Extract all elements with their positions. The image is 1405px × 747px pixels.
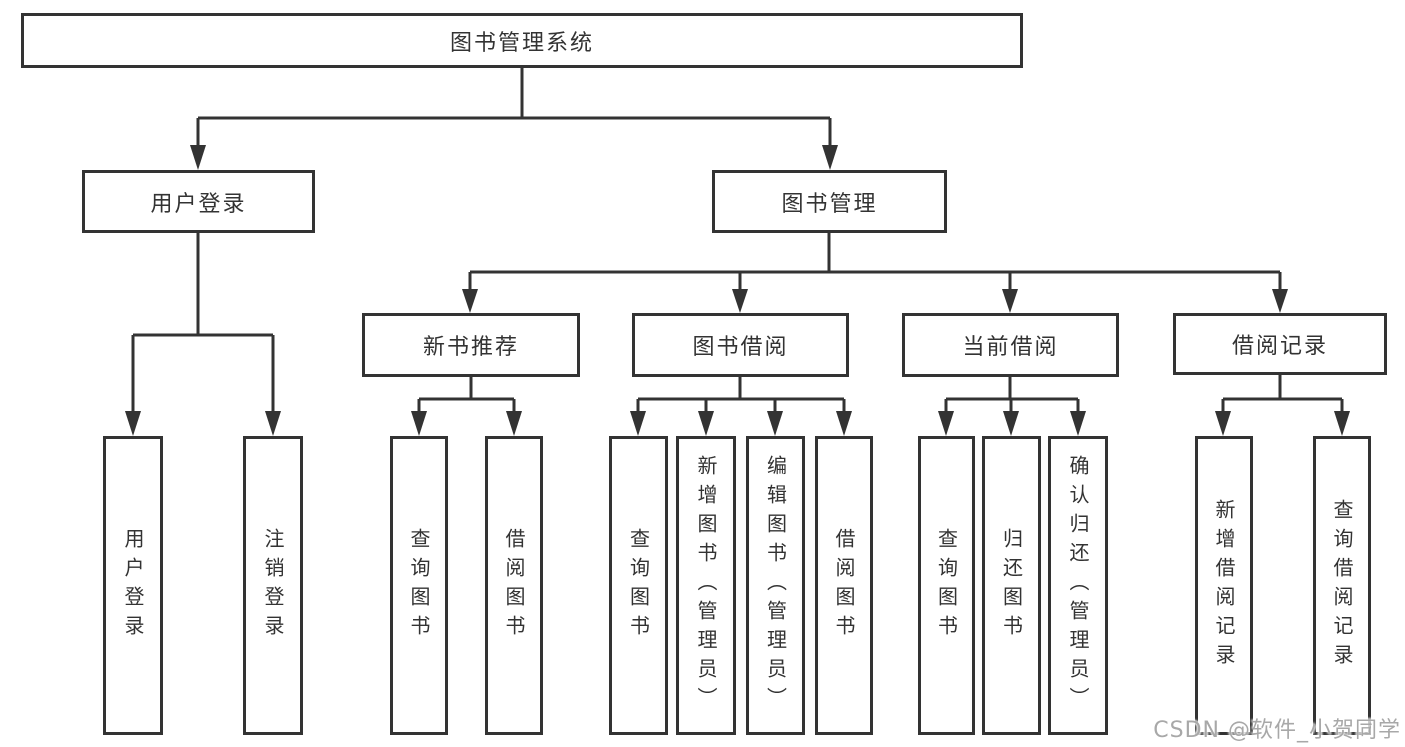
leaf-label: 编辑图书（管理员） [763,455,788,716]
node-label: 图书管理 [781,191,878,217]
node-current-borrow: 当前借阅 [902,313,1119,377]
leaf-current-return-books: 归还图书 [982,436,1041,735]
leaf-borrow-query-books: 查询图书 [609,436,668,735]
leaf-label: 借阅图书 [832,527,856,644]
node-borrow-records: 借阅记录 [1173,313,1387,375]
leaf-label: 查询图书 [407,527,431,644]
node-new-book-recommend: 新书推荐 [362,313,580,377]
leaf-current-confirm-return-admin: 确认归还（管理员） [1048,436,1108,735]
node-label: 用户登录 [150,191,247,217]
node-root-library-system: 图书管理系统 [21,13,1023,68]
node-label: 图书借阅 [692,335,789,360]
leaf-records-query-record: 查询借阅记录 [1313,436,1371,735]
node-label: 新书推荐 [422,335,519,360]
leaf-label: 注销登录 [261,527,285,644]
leaf-borrow-borrow-books: 借阅图书 [815,436,873,735]
leaf-label: 借阅图书 [502,527,526,644]
leaf-label: 新增借阅记录 [1212,498,1236,673]
leaf-newbook-query-books: 查询图书 [390,436,448,735]
leaf-records-add-record: 新增借阅记录 [1195,436,1253,735]
node-book-management: 图书管理 [712,170,947,233]
arrowheads [125,145,1350,436]
leaf-label: 查询图书 [626,527,651,644]
leaf-label: 用户登录 [121,527,145,644]
leaf-user-login: 用户登录 [103,436,163,735]
node-book-borrow: 图书借阅 [632,313,849,377]
leaf-label: 确认归还（管理员） [1066,455,1090,716]
node-label: 当前借阅 [962,335,1059,360]
leaf-logout: 注销登录 [243,436,303,735]
leaf-newbook-borrow-books: 借阅图书 [485,436,543,735]
leaf-label: 查询图书 [934,527,959,644]
leaf-borrow-add-books-admin: 新增图书（管理员） [676,436,736,735]
node-user-login: 用户登录 [82,170,315,233]
node-label: 借阅记录 [1231,334,1328,359]
leaf-label: 归还图书 [999,527,1024,644]
csdn-watermark: CSDN @软件_小贺同学 [1153,718,1401,743]
node-label: 图书管理系统 [449,30,594,56]
leaf-current-query-books: 查询图书 [918,436,975,735]
leaf-label: 查询借阅记录 [1330,498,1354,673]
leaf-label: 新增图书（管理员） [694,455,718,716]
leaf-borrow-edit-books-admin: 编辑图书（管理员） [746,436,805,735]
